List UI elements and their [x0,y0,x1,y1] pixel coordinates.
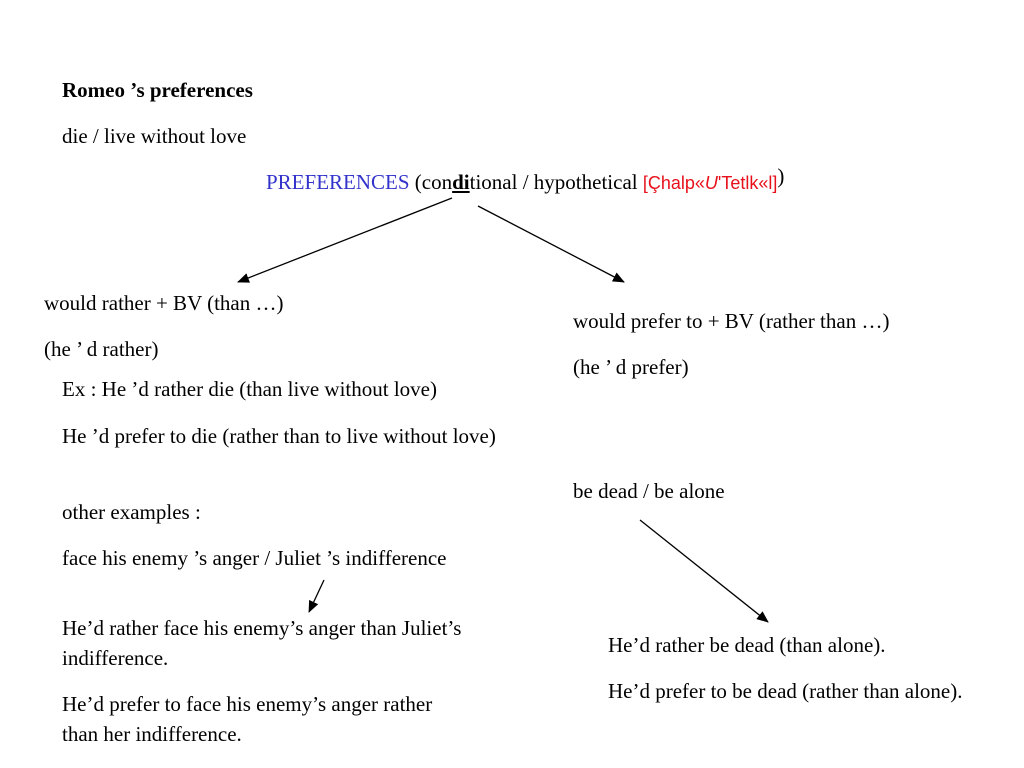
header-tional: tional / hypothetical [469,170,643,194]
example-1: Ex : He ’d rather die (than live without… [62,377,437,401]
left-rule-line2: (he ’ d rather) [44,337,159,361]
right-pair: be dead / be alone [573,479,725,503]
header-paren-close: ) [777,164,785,188]
other-examples-label: other examples : [62,500,201,524]
preferences-header: PREFERENCES (conditional / hypothetical … [266,164,785,198]
arrow-to-left-results [308,579,325,613]
header-con: con [421,170,453,194]
header-stressed-syllable: di [452,170,470,194]
slide-subtitle: die / live without love [62,124,247,148]
phonetic-part-c: 'Tetlk«l] [717,173,778,193]
right-result-2: He’d prefer to be dead (rather than alon… [608,679,963,703]
phonetic-part-a: [Çhalp« [642,173,705,193]
other-examples-pair: face his enemy ’s anger / Juliet ’s indi… [62,546,447,570]
arrow-to-would-prefer [477,205,625,283]
slide-title: Romeo ’s preferences [62,78,253,102]
phonetic-part-b: U [704,173,718,193]
example-2: He ’d prefer to die (rather than to live… [62,424,496,448]
phonetic-transcription: [Çhalp«U'Tetlk«l] [643,173,778,193]
arrow-to-would-rather [237,197,453,283]
left-result-2: He’d prefer to face his enemy’s anger ra… [62,692,433,746]
left-rule-line1: would rather + BV (than …) [44,291,284,315]
right-rule-line2: (he ’ d prefer) [573,355,689,379]
right-result-1: He’d rather be dead (than alone). [608,633,886,657]
arrow-to-right-results [639,519,769,623]
right-rule-line1: would prefer to + BV (rather than …) [573,309,890,333]
preferences-label: PREFERENCES [266,170,410,194]
left-result-1: He’d rather face his enemy’s anger than … [62,616,462,670]
header-paren-open: ( [409,170,422,194]
